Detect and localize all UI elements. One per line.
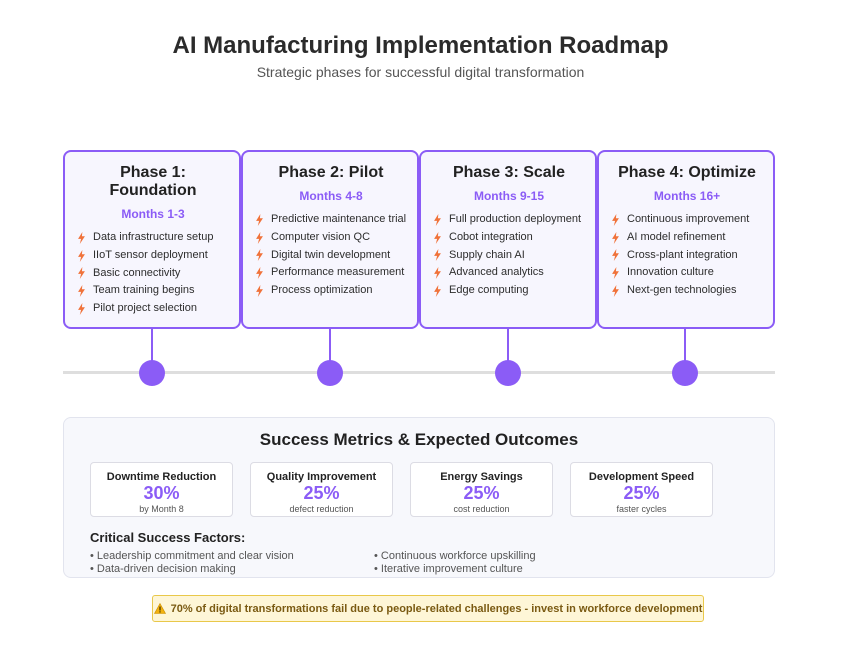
phase-title: Phase 1: Foundation: [109, 164, 197, 199]
lightning-bolt-icon: [256, 249, 263, 262]
metric-note: defect reduction: [289, 504, 354, 514]
success-factor: • Continuous workforce upskilling: [374, 550, 536, 562]
timeline-connector: [684, 329, 686, 361]
phase-title: Phase 4: Optimize: [618, 164, 756, 181]
metric-label: Energy Savings: [440, 471, 523, 483]
phase-item: Pilot project selection: [75, 300, 231, 318]
warning-text: 70% of digital transformations fail due …: [170, 602, 703, 615]
timeline-line: [63, 371, 775, 374]
phase-months: Months 9-15: [473, 189, 544, 203]
metric-card: Downtime Reduction 30% by Month 8: [90, 462, 233, 517]
warning-triangle-icon: [153, 603, 166, 614]
lightning-bolt-icon: [434, 231, 441, 244]
phase-item: Basic connectivity: [75, 265, 231, 283]
phase-item: Performance measurement: [253, 264, 409, 282]
metric-card: Development Speed 25% faster cycles: [570, 462, 713, 517]
phase-item: Next-gen technologies: [609, 282, 765, 300]
lightning-bolt-icon: [434, 285, 441, 298]
success-factor: • Leadership commitment and clear vision: [90, 550, 294, 562]
phase-item-list: Predictive maintenance trial Computer vi…: [253, 211, 409, 300]
lightning-bolt-icon: [78, 231, 85, 244]
metric-note: by Month 8: [139, 504, 184, 514]
page-title: AI Manufacturing Implementation Roadmap: [172, 32, 669, 59]
phase-item: IIoT sensor deployment: [75, 247, 231, 265]
phase-item: Supply chain AI: [431, 247, 587, 265]
lightning-bolt-icon: [256, 285, 263, 298]
phase-card-1: Phase 1: Foundation Months 1-3 Data infr…: [63, 150, 241, 329]
lightning-bolt-icon: [78, 267, 85, 280]
timeline-connector: [329, 329, 331, 361]
metrics-panel: Success Metrics & Expected Outcomes Down…: [63, 417, 775, 578]
metric-card: Quality Improvement 25% defect reduction: [250, 462, 393, 517]
success-factor: • Iterative improvement culture: [374, 563, 523, 575]
metric-note: cost reduction: [453, 504, 510, 514]
lightning-bolt-icon: [612, 231, 619, 244]
metric-value: 25%: [463, 483, 500, 503]
lightning-bolt-icon: [78, 285, 85, 298]
phase-months: Months 16+: [653, 189, 721, 203]
lightning-bolt-icon: [434, 213, 441, 226]
timeline-marker: [139, 360, 165, 386]
phase-item: Continuous improvement: [609, 211, 765, 229]
lightning-bolt-icon: [256, 231, 263, 244]
phase-title: Phase 2: Pilot: [278, 164, 384, 181]
phase-card-2: Phase 2: Pilot Months 4-8 Predictive mai…: [241, 150, 419, 329]
phase-cards: Phase 1: Foundation Months 1-3 Data infr…: [63, 150, 775, 329]
phase-item: Process optimization: [253, 282, 409, 300]
metric-note: faster cycles: [616, 504, 667, 514]
lightning-bolt-icon: [612, 213, 619, 226]
phase-item: AI model refinement: [609, 229, 765, 247]
phase-item-list: Continuous improvement AI model refineme…: [609, 211, 765, 300]
timeline-marker: [672, 360, 698, 386]
phase-item: Digital twin development: [253, 247, 409, 265]
timeline-connector: [151, 329, 153, 361]
lightning-bolt-icon: [612, 267, 619, 280]
metric-value: 30%: [143, 483, 180, 503]
success-factor: • Data-driven decision making: [90, 563, 236, 575]
lightning-bolt-icon: [78, 303, 85, 316]
metric-label: Downtime Reduction: [106, 471, 217, 483]
timeline-connector: [507, 329, 509, 361]
phase-item: Predictive maintenance trial: [253, 211, 409, 229]
phase-months: Months 4-8: [299, 189, 363, 203]
metric-value: 25%: [303, 483, 340, 503]
lightning-bolt-icon: [78, 249, 85, 262]
phase-item-list: Full production deployment Cobot integra…: [431, 211, 587, 300]
metric-label: Quality Improvement: [266, 471, 377, 483]
timeline-marker: [495, 360, 521, 386]
metric-card: Energy Savings 25% cost reduction: [410, 462, 553, 517]
lightning-bolt-icon: [612, 285, 619, 298]
page-subtitle: Strategic phases for successful digital …: [256, 64, 585, 80]
phase-item: Team training begins: [75, 282, 231, 300]
phase-item: Cross-plant integration: [609, 247, 765, 265]
phase-card-4: Phase 4: Optimize Months 16+ Continuous …: [597, 150, 775, 329]
phase-title: Phase 3: Scale: [452, 164, 566, 181]
phase-card-3: Phase 3: Scale Months 9-15 Full producti…: [419, 150, 597, 329]
warning-banner: 70% of digital transformations fail due …: [152, 595, 704, 622]
metric-label: Development Speed: [588, 471, 695, 483]
phase-item: Edge computing: [431, 282, 587, 300]
phase-item: Cobot integration: [431, 229, 587, 247]
lightning-bolt-icon: [612, 249, 619, 262]
success-factors-title: Critical Success Factors:: [90, 530, 246, 545]
phase-item: Innovation culture: [609, 264, 765, 282]
metric-value: 25%: [623, 483, 660, 503]
phase-item: Full production deployment: [431, 211, 587, 229]
metrics-title: Success Metrics & Expected Outcomes: [259, 430, 579, 449]
phase-item: Advanced analytics: [431, 264, 587, 282]
phase-months: Months 1-3: [121, 207, 185, 221]
phase-item: Data infrastructure setup: [75, 229, 231, 247]
timeline-marker: [317, 360, 343, 386]
phase-item: Computer vision QC: [253, 229, 409, 247]
lightning-bolt-icon: [434, 267, 441, 280]
phase-item-list: Data infrastructure setup IIoT sensor de…: [75, 229, 231, 318]
lightning-bolt-icon: [256, 213, 263, 226]
lightning-bolt-icon: [434, 249, 441, 262]
lightning-bolt-icon: [256, 267, 263, 280]
